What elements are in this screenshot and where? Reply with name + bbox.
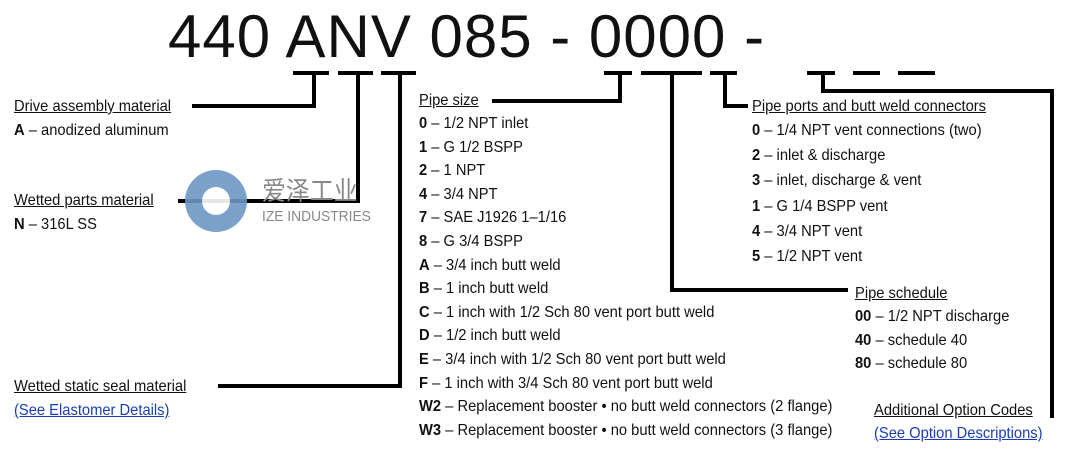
options-title: Additional Option Codes [874, 402, 1033, 419]
option-code: 7 [419, 209, 428, 227]
option-item: F – 1 inch with 3/4 Sch 80 vent port but… [419, 374, 832, 398]
option-item: 4 – 3/4 NPT vent [752, 222, 982, 247]
option-item: A – 3/4 inch butt weld [419, 256, 832, 280]
option-item: C – 1 inch with 1/2 Sch 80 vent port but… [419, 303, 832, 327]
ports-title: Pipe ports and butt weld connectors [752, 98, 987, 115]
option-desc: – 3/4 inch butt weld [429, 256, 561, 274]
option-desc: – Replacement booster • no butt weld con… [441, 421, 833, 439]
option-code: 0 [419, 115, 428, 132]
option-item: 0 – 1/4 NPT vent connections (two) [752, 121, 982, 146]
option-desc: – 3/4 NPT vent [760, 222, 863, 240]
option-code: 1 [752, 197, 761, 215]
watermark-logo [185, 170, 247, 232]
wetted-title: Wetted parts material [14, 192, 154, 209]
option-code: W3 [419, 421, 442, 439]
option-desc: – 3/4 inch with 1/2 Sch 80 vent port but… [428, 350, 726, 368]
option-item: W3 – Replacement booster • no butt weld … [419, 421, 832, 445]
option-code: 4 [752, 222, 761, 240]
option-desc: – G 1/2 BSPP [427, 138, 523, 156]
option-desc: – Replacement booster • no butt weld con… [441, 398, 833, 416]
option-code: 00 [855, 308, 872, 325]
option-desc: – 1/2 NPT discharge [871, 308, 1010, 325]
option-code: F [419, 374, 428, 392]
option-desc: – 1/2 NPT vent [760, 247, 863, 265]
option-code: 5 [752, 247, 761, 265]
drive-option: A – anodized aluminum [14, 122, 169, 139]
seal-title: Wetted static seal material [14, 378, 187, 395]
model-code: 440 ANV 085 - 0000 - [168, 3, 766, 70]
option-item: 00 – 1/2 NPT discharge [855, 307, 1009, 331]
option-item: 3 – inlet, discharge & vent [752, 171, 982, 196]
option-code: 40 [855, 331, 872, 349]
option-code: C [419, 303, 430, 321]
option-descriptions-link[interactable]: (See Option Descriptions) [874, 425, 1043, 442]
option-desc: – 1/4 NPT vent connections (two) [760, 122, 982, 139]
option-item: 1 – G 1/4 BSPP vent [752, 197, 982, 222]
option-desc: – 1 inch with 1/2 Sch 80 vent port butt … [429, 303, 715, 321]
option-desc: – 3/4 NPT [427, 185, 498, 203]
option-code: 1 [419, 138, 428, 156]
option-item: 2 – 1 NPT [419, 161, 832, 185]
schedule-title: Pipe schedule [855, 285, 948, 302]
option-code: 2 [752, 147, 761, 165]
option-item: 2 – inlet & discharge [752, 146, 982, 171]
option-desc: – G 3/4 BSPP [427, 232, 523, 250]
option-item: 4 – 3/4 NPT [419, 185, 832, 209]
option-code: B [419, 280, 430, 298]
option-code: 3 [752, 172, 761, 190]
option-item: 80 – schedule 80 [855, 354, 1009, 378]
elastomer-details-link[interactable]: (See Elastomer Details) [14, 402, 170, 419]
option-item: 40 – schedule 40 [855, 331, 1009, 355]
option-item: W2 – Replacement booster • no butt weld … [419, 397, 832, 421]
option-code: W2 [419, 398, 442, 416]
option-desc: – 1 NPT [427, 162, 486, 180]
option-code: D [419, 327, 430, 345]
option-desc: – 1/2 inch butt weld [429, 327, 561, 345]
option-desc: – schedule 40 [871, 331, 968, 349]
option-desc: – G 1/4 BSPP vent [760, 197, 888, 215]
option-item: 8 – G 3/4 BSPP [419, 232, 832, 256]
option-desc: – schedule 80 [871, 355, 968, 372]
option-item: 7 – SAE J1926 1–1/16 [419, 208, 832, 232]
option-item: 1 – G 1/2 BSPP [419, 138, 832, 162]
option-desc: – inlet, discharge & vent [760, 172, 922, 190]
option-code: 80 [855, 355, 872, 372]
option-desc: – 1 inch butt weld [429, 280, 549, 298]
option-code: 4 [419, 185, 428, 203]
option-desc: – 1/2 NPT inlet [427, 115, 529, 132]
option-code: A [419, 256, 430, 274]
option-desc: – SAE J1926 1–1/16 [427, 209, 567, 227]
option-item: D – 1/2 inch butt weld [419, 326, 832, 350]
pipe-size-title: Pipe size [419, 92, 479, 109]
option-desc: – 1 inch with 3/4 Sch 80 vent port butt … [427, 374, 713, 392]
option-item: 5 – 1/2 NPT vent [752, 247, 982, 272]
option-item: E – 3/4 inch with 1/2 Sch 80 vent port b… [419, 350, 832, 374]
option-code: 0 [752, 122, 761, 139]
option-code: E [419, 350, 429, 368]
drive-title: Drive assembly material [14, 98, 172, 115]
option-item: 0 – 1/2 NPT inlet [419, 114, 832, 138]
wetted-option: N – 316L SS [14, 216, 97, 233]
watermark-en: IZE INDUSTRIES [262, 208, 371, 225]
option-code: 8 [419, 232, 428, 250]
option-desc: – inlet & discharge [760, 147, 886, 165]
watermark-cn: 爱泽工业 [262, 176, 358, 206]
option-item: B – 1 inch butt weld [419, 279, 832, 303]
ports-list: 0 – 1/4 NPT vent connections (two)2 – in… [752, 121, 982, 272]
option-code: 2 [419, 162, 428, 180]
